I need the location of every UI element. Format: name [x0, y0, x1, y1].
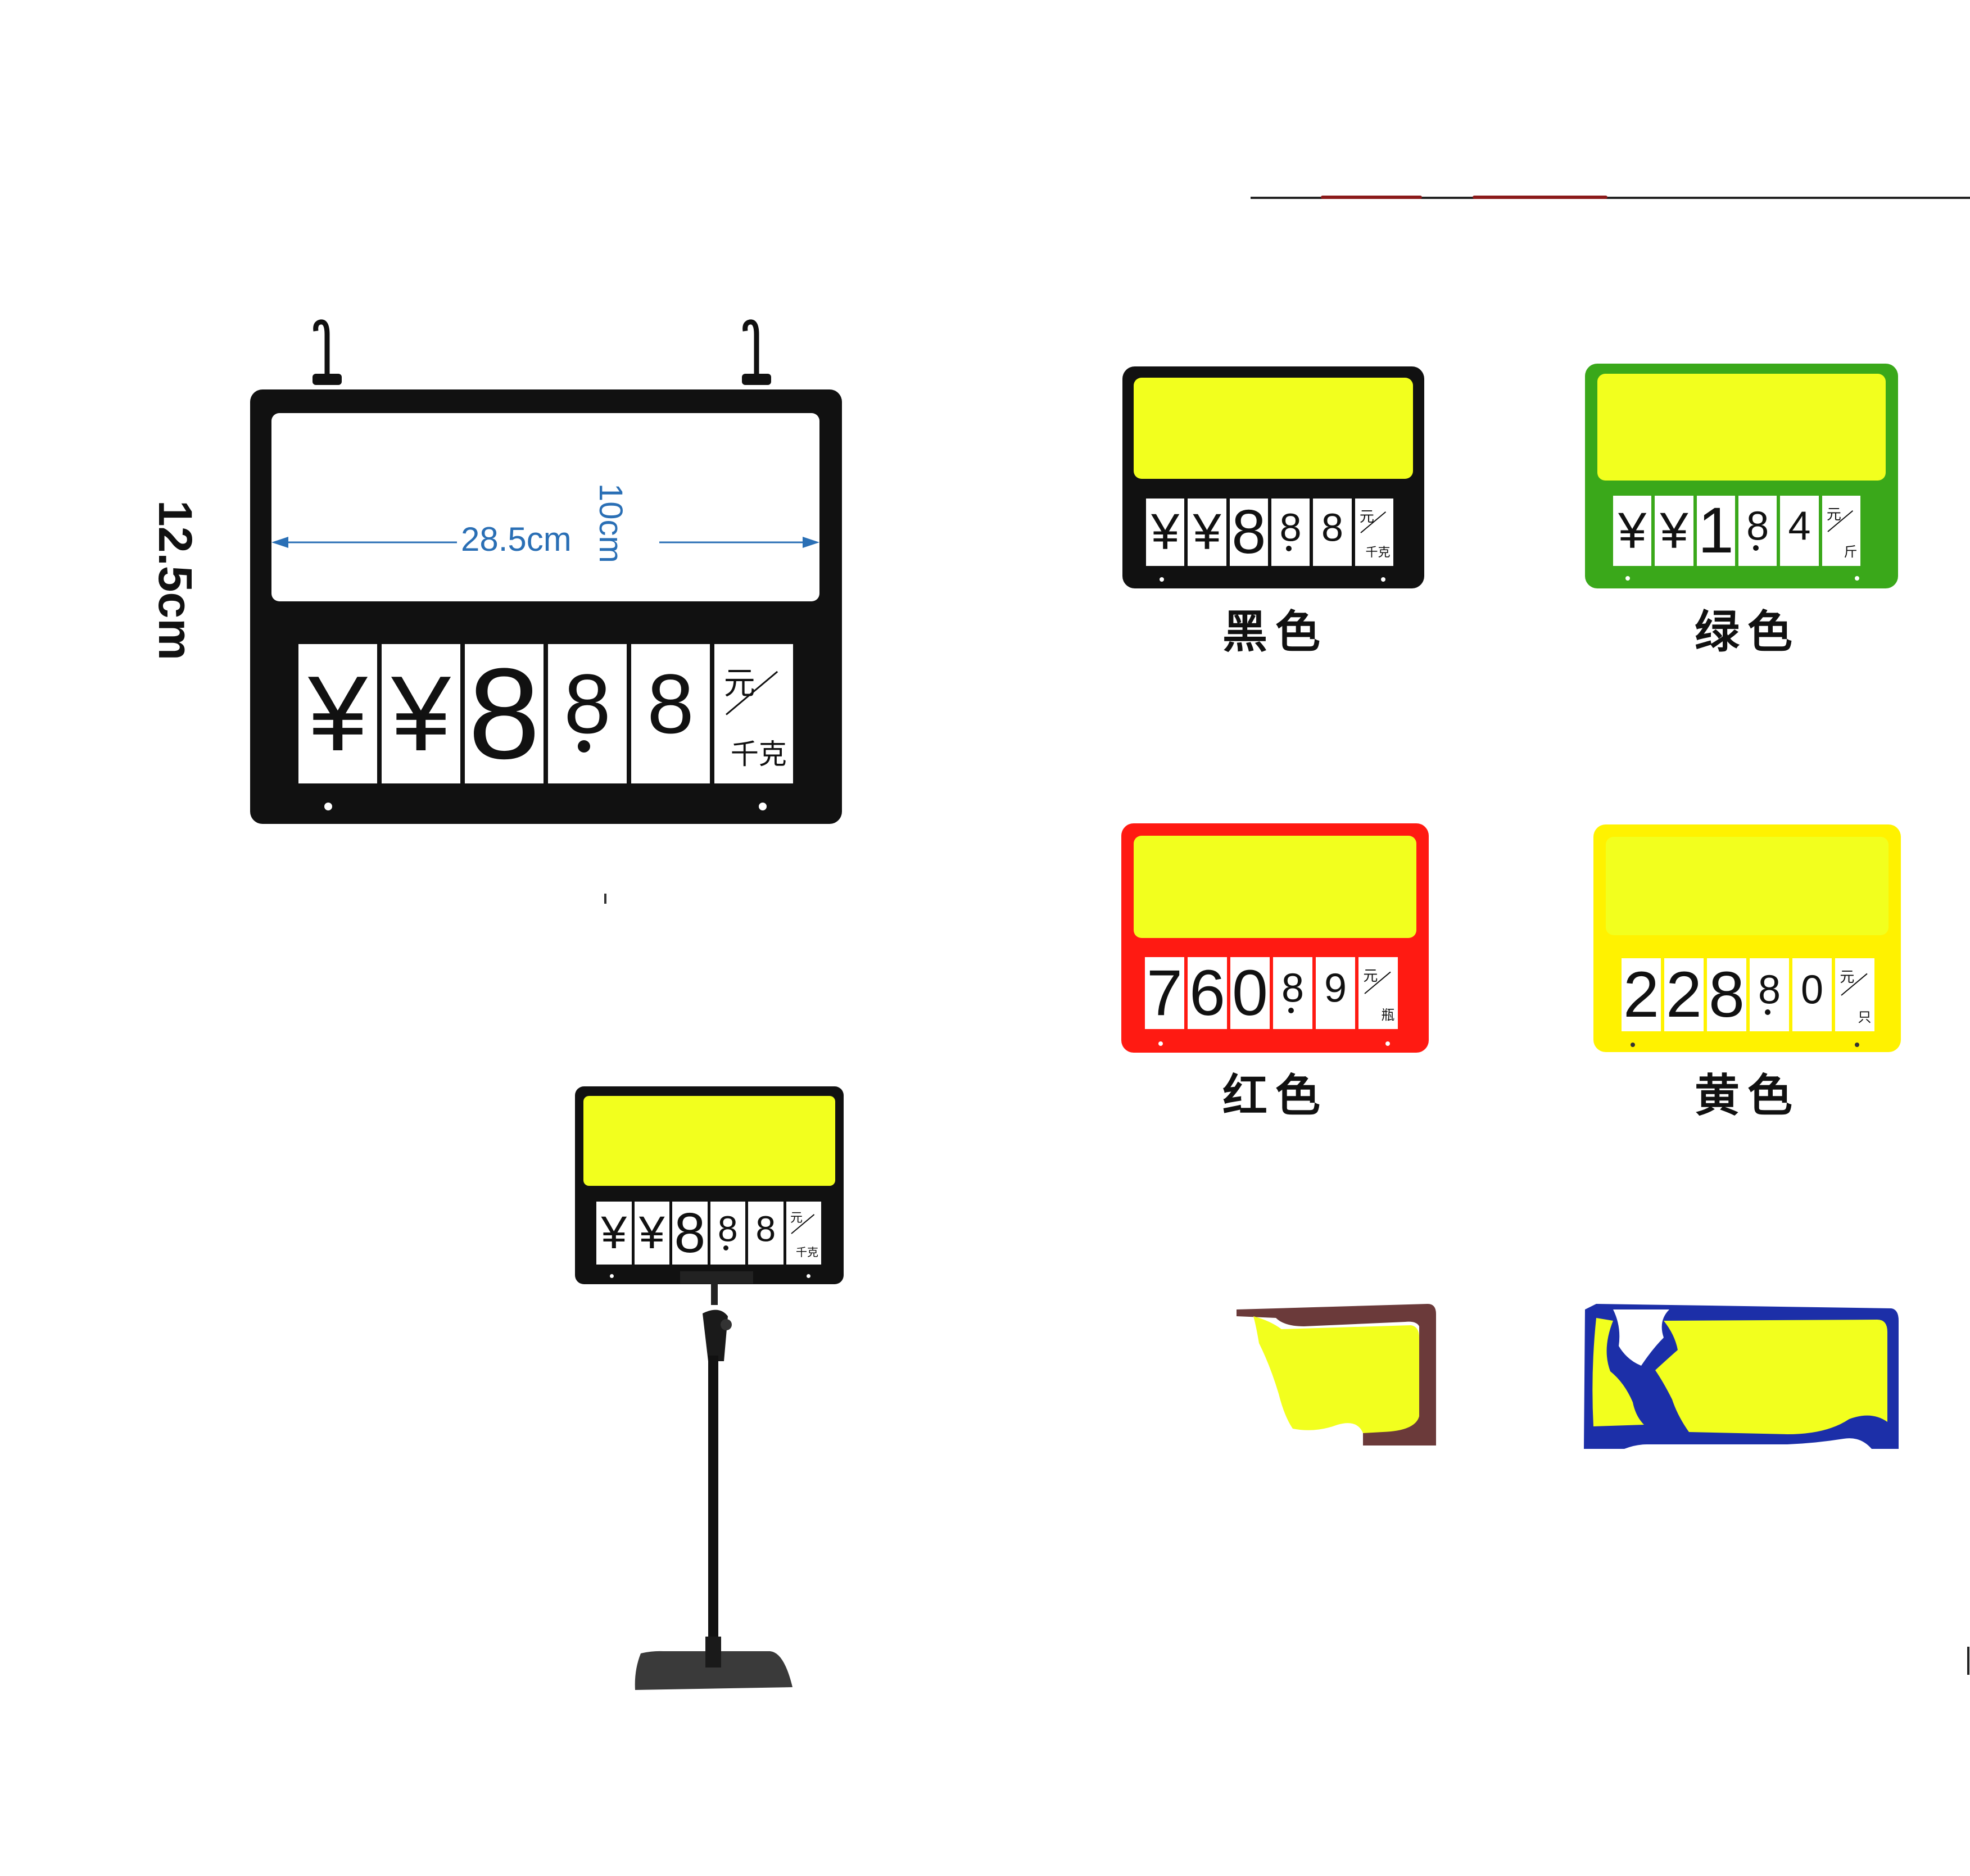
unit-card: 元 千克: [1355, 499, 1393, 566]
main-board-price-cards: ¥ ¥ 8 8 8 元 千克: [298, 644, 793, 783]
price-card: 2: [1664, 958, 1704, 1031]
price-card: 0: [1792, 958, 1832, 1031]
tick-mark: [604, 894, 606, 904]
yellow-variant-label: 黄色: [1695, 1070, 1800, 1122]
price-card: 8: [672, 1202, 708, 1265]
price-card: ¥: [596, 1202, 632, 1265]
main-board-sign-panel: [271, 413, 819, 601]
price-card: 6: [1188, 957, 1227, 1029]
stand-price-board: ¥ ¥ 8 8 8 元 千克: [575, 1086, 844, 1284]
black-variant-label: 黑色: [1222, 606, 1328, 658]
yellow-sign-panel: [1134, 378, 1413, 479]
price-card: ¥: [298, 644, 377, 783]
price-card: 8: [548, 644, 627, 783]
price-card: ¥: [1188, 499, 1226, 566]
price-card: 9: [1316, 957, 1355, 1029]
top-rule: [1251, 197, 1970, 199]
brown-variant-board-partial: [1237, 1304, 1436, 1445]
yellow-sign-panel: [1134, 836, 1416, 938]
price-card: ¥: [634, 1202, 669, 1265]
right-hanging-hook: [742, 319, 771, 385]
price-card: 1: [1696, 496, 1735, 566]
price-card: 8: [631, 644, 710, 783]
red-variant-label: 红色: [1222, 1070, 1328, 1122]
edge-tick: [1967, 1647, 1969, 1675]
price-card: 0: [1230, 957, 1270, 1029]
price-card: 8: [465, 644, 544, 783]
width-dimension-label: 28.5cm: [461, 520, 572, 558]
main-price-board: ¥ ¥ 8 8 8 元 千克: [250, 389, 842, 824]
price-card: ¥: [1146, 499, 1185, 566]
blue-variant-board-partial: [1584, 1304, 1899, 1449]
unit-card: 元 斤: [1822, 496, 1860, 566]
yellow-variant-board: 2 2 8 8 0 元 只: [1593, 824, 1901, 1052]
black-variant-board: ¥ ¥ 8 8 8 元 千克: [1122, 366, 1424, 588]
yellow-sign-panel: [1606, 837, 1889, 935]
display-stand-pole: [635, 1271, 792, 1690]
price-card: 8: [748, 1202, 784, 1265]
price-card: 8: [1707, 958, 1746, 1031]
left-hanging-hook: [313, 319, 342, 385]
price-card: 2: [1622, 958, 1661, 1031]
price-card: ¥: [1613, 496, 1652, 566]
price-card: 8: [1271, 499, 1310, 566]
red-variant-board: 7 6 0 8 9 元 瓶: [1121, 823, 1429, 1053]
price-card: 4: [1780, 496, 1819, 566]
yellow-sign-panel: [1597, 374, 1886, 481]
height-dimension-label: 10cm: [592, 483, 629, 563]
price-card: 8: [1229, 499, 1268, 566]
width-dimension-arrow: [271, 537, 819, 548]
price-card: 8: [1313, 499, 1352, 566]
green-variant-label: 绿色: [1695, 606, 1800, 658]
price-card: 8: [1738, 496, 1777, 566]
price-card: 8: [1750, 958, 1789, 1031]
unit-card: 元 只: [1835, 958, 1874, 1031]
price-card: ¥: [382, 644, 460, 783]
top-rule-accent: [1473, 196, 1607, 199]
price-card: 8: [710, 1202, 745, 1265]
price-card: ¥: [1655, 496, 1693, 566]
top-rule-accent: [1321, 196, 1422, 199]
unit-card: 元 千克: [786, 1202, 821, 1265]
yellow-sign-panel: [583, 1096, 835, 1186]
side-dimension-label: 12.5cm: [149, 500, 202, 660]
price-card: 7: [1145, 957, 1184, 1029]
green-variant-board: ¥ ¥ 1 8 4 元 斤: [1585, 364, 1898, 588]
price-card: 8: [1273, 957, 1312, 1029]
unit-card: 元 千克: [714, 644, 793, 783]
unit-card: 元 瓶: [1358, 957, 1398, 1029]
